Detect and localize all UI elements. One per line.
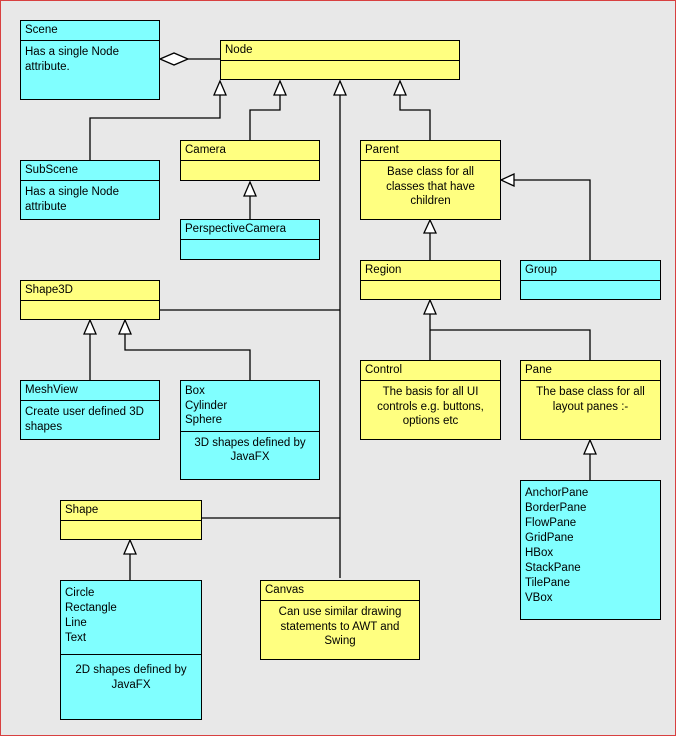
desc-line: JavaFX — [111, 678, 151, 691]
class-meshview[interactable]: MeshView Create user defined 3D shapes — [20, 380, 160, 440]
class-description: The basis for all UI controls e.g. butto… — [361, 381, 500, 431]
class-2d-shapes[interactable]: Circle Rectangle Line Text 2D shapes def… — [60, 580, 202, 720]
member-line: FlowPane — [525, 517, 577, 529]
control-pane-inheritance-arrow-icon — [423, 298, 437, 315]
desc-line: options etc — [402, 415, 459, 427]
class-description: Base class for all classes that have chi… — [361, 161, 500, 211]
desc-line: The basis for all UI — [382, 386, 479, 398]
desc-line: controls e.g. buttons, — [377, 400, 484, 413]
class-3d-shapes[interactable]: Box Cylinder Sphere 3D shapes defined by… — [180, 380, 320, 480]
class-shape3d[interactable]: Shape3D — [20, 280, 160, 320]
desc-line: 2D shapes defined by — [75, 664, 187, 676]
class-layout-panes[interactable]: AnchorPane BorderPane FlowPane GridPane … — [520, 480, 661, 620]
desc-line: Can use similar drawing — [278, 606, 402, 618]
member-line: GridPane — [525, 532, 574, 544]
paneslist-inheritance-arrow-icon — [583, 438, 597, 455]
desc-line: Has a single Node — [25, 186, 119, 198]
member-line: Rectangle — [65, 602, 117, 614]
member-line: Text — [65, 632, 87, 644]
member-line: Cylinder — [185, 399, 228, 412]
region-inheritance-arrow-icon — [422, 218, 438, 234]
class-shape[interactable]: Shape — [60, 500, 202, 540]
desc-line: Swing — [324, 635, 356, 647]
subscene-inheritance-arrow-icon — [213, 79, 227, 96]
parent-to-node-line — [399, 95, 431, 140]
member-line: Box — [185, 385, 205, 397]
class-name: Camera — [181, 141, 319, 161]
aggregation-diamond-icon — [158, 52, 190, 66]
class-members: AnchorPane BorderPane FlowPane GridPane … — [521, 481, 660, 608]
group-inheritance-arrow-icon — [499, 172, 515, 188]
desc-line: Create user defined 3D — [25, 406, 144, 418]
class-name: Pane — [521, 361, 660, 381]
member-line: BorderPane — [525, 502, 587, 514]
class-camera[interactable]: Camera — [180, 140, 320, 181]
class-parent[interactable]: Parent Base class for all classes that h… — [360, 140, 501, 220]
desc-line: shapes — [25, 420, 63, 433]
class-description: 2D shapes defined by JavaFX — [61, 655, 201, 694]
class-name: Node — [221, 41, 459, 61]
camera-inheritance-arrow-icon — [273, 79, 287, 96]
desc-line: JavaFX — [230, 451, 270, 463]
member-line: StackPane — [525, 562, 581, 574]
member-line: AnchorPane — [525, 487, 589, 499]
class-members: Circle Rectangle Line Text — [61, 581, 201, 655]
perspectivecamera-inheritance-arrow-icon — [243, 180, 257, 197]
class-name: PerspectiveCamera — [181, 220, 319, 240]
class-name: Group — [521, 261, 660, 281]
box-to-shape3d-line — [124, 334, 251, 380]
member-line: Sphere — [185, 414, 223, 426]
trunk-inheritance-arrow-icon — [333, 79, 347, 96]
box-inheritance-arrow-icon — [118, 318, 132, 335]
desc-line: classes that have — [386, 180, 475, 193]
class-pane[interactable]: Pane The base class for all layout panes… — [520, 360, 661, 440]
class-name: Control — [361, 361, 500, 381]
class-description: Has a single Node attribute. — [21, 41, 159, 76]
desc-line: Has a single Node — [25, 46, 119, 58]
class-name: Shape3D — [21, 281, 159, 301]
class-group[interactable]: Group — [520, 260, 661, 300]
class-subscene[interactable]: SubScene Has a single Node attribute — [20, 160, 160, 220]
class-description: Create user defined 3D shapes — [21, 401, 159, 436]
desc-line: 3D shapes defined by — [194, 436, 306, 449]
desc-line: statements to AWT and — [280, 620, 400, 633]
class-name: Scene — [21, 21, 159, 41]
desc-line: layout panes :- — [552, 400, 629, 413]
group-to-parent-line — [514, 179, 591, 260]
class-node[interactable]: Node — [220, 40, 460, 80]
member-line: VBox — [525, 592, 553, 604]
desc-line: The base class for all — [536, 386, 645, 398]
class-name: Parent — [361, 141, 500, 161]
member-line: Circle — [65, 587, 95, 599]
class-name: MeshView — [21, 381, 159, 401]
class-description: The base class for all layout panes :- — [521, 381, 660, 416]
class-name: Shape — [61, 501, 201, 521]
class-description: Has a single Node attribute — [21, 181, 159, 216]
meshview-inheritance-arrow-icon — [83, 318, 97, 335]
shapes2d-inheritance-arrow-icon — [123, 538, 137, 555]
member-line: HBox — [525, 547, 554, 559]
class-description: 3D shapes defined by JavaFX — [181, 432, 319, 467]
desc-line: children — [410, 195, 451, 207]
class-name: Canvas — [261, 581, 419, 601]
desc-line: Base class for all — [387, 166, 474, 178]
pane-to-region-line — [430, 329, 591, 360]
member-line: TilePane — [525, 577, 570, 589]
class-description: Can use similar drawing statements to AW… — [261, 601, 419, 651]
class-region[interactable]: Region — [360, 260, 501, 300]
desc-line: attribute. — [25, 60, 70, 73]
class-scene[interactable]: Scene Has a single Node attribute. — [20, 20, 160, 100]
subscene-to-node-line — [89, 95, 221, 160]
class-name: Region — [361, 261, 500, 281]
desc-line: attribute — [25, 200, 67, 213]
camera-to-node-line — [249, 95, 281, 140]
member-line: Line — [65, 617, 87, 629]
class-perspectivecamera[interactable]: PerspectiveCamera — [180, 219, 320, 260]
class-name: SubScene — [21, 161, 159, 181]
class-members: Box Cylinder Sphere — [181, 381, 319, 432]
class-canvas[interactable]: Canvas Can use similar drawing statement… — [260, 580, 420, 660]
class-control[interactable]: Control The basis for all UI controls e.… — [360, 360, 501, 440]
parent-inheritance-arrow-icon — [393, 79, 407, 96]
